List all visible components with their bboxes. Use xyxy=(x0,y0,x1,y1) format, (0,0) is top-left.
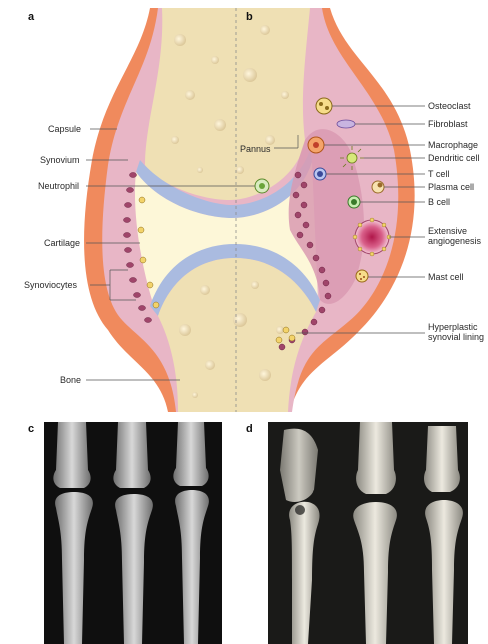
label-mast-cell: Mast cell xyxy=(428,272,464,282)
label-synovium: Synovium xyxy=(40,155,80,165)
label-cartilage: Cartilage xyxy=(44,238,80,248)
label-plasma-cell: Plasma cell xyxy=(428,182,474,192)
neutrophil-cell xyxy=(255,179,269,193)
label-osteoclast: Osteoclast xyxy=(428,101,471,111)
label-macrophage: Macrophage xyxy=(428,140,478,150)
panel-label-d: d xyxy=(246,423,253,435)
label-pannus: Pannus xyxy=(240,144,271,154)
label-bone: Bone xyxy=(60,375,81,385)
b-cell xyxy=(348,196,360,208)
xray-ra-upper-phalanges xyxy=(280,422,460,502)
label-hyperplastic-line1: Hyperplastic xyxy=(428,322,478,332)
joint-diagram: a b Capsule Synovium Neutrophil Cartilag… xyxy=(24,8,484,412)
t-cell xyxy=(314,168,326,180)
label-hyperplastic-line2: synovial lining xyxy=(428,332,484,342)
panel-label-a: a xyxy=(28,11,35,23)
xray-normal-upper-phalanges xyxy=(53,422,208,488)
xray-normal-metacarpals xyxy=(55,490,209,644)
xray-normal-panel: c xyxy=(28,422,222,644)
label-b-cell: B cell xyxy=(428,197,450,207)
label-neutrophil: Neutrophil xyxy=(38,181,79,191)
label-synoviocytes: Synoviocytes xyxy=(24,280,78,290)
label-angiogenesis-line2: angiogenesis xyxy=(428,236,482,246)
label-dendritic-cell: Dendritic cell xyxy=(428,153,480,163)
panel-label-b: b xyxy=(246,11,253,23)
xray-ra-panel: d xyxy=(246,422,468,644)
fibroblast-cell xyxy=(337,120,355,128)
mast-cell xyxy=(356,270,368,282)
label-capsule: Capsule xyxy=(48,124,81,134)
angiogenesis-vessel xyxy=(353,218,391,256)
label-fibroblast: Fibroblast xyxy=(428,119,468,129)
panel-label-c: c xyxy=(28,423,34,435)
label-t-cell: T cell xyxy=(428,169,449,179)
label-angiogenesis-line1: Extensive xyxy=(428,226,467,236)
osteoclast-cell xyxy=(316,98,332,114)
macrophage-cell xyxy=(308,137,324,153)
upper-bone xyxy=(145,8,310,200)
plasma-cell xyxy=(372,181,384,193)
